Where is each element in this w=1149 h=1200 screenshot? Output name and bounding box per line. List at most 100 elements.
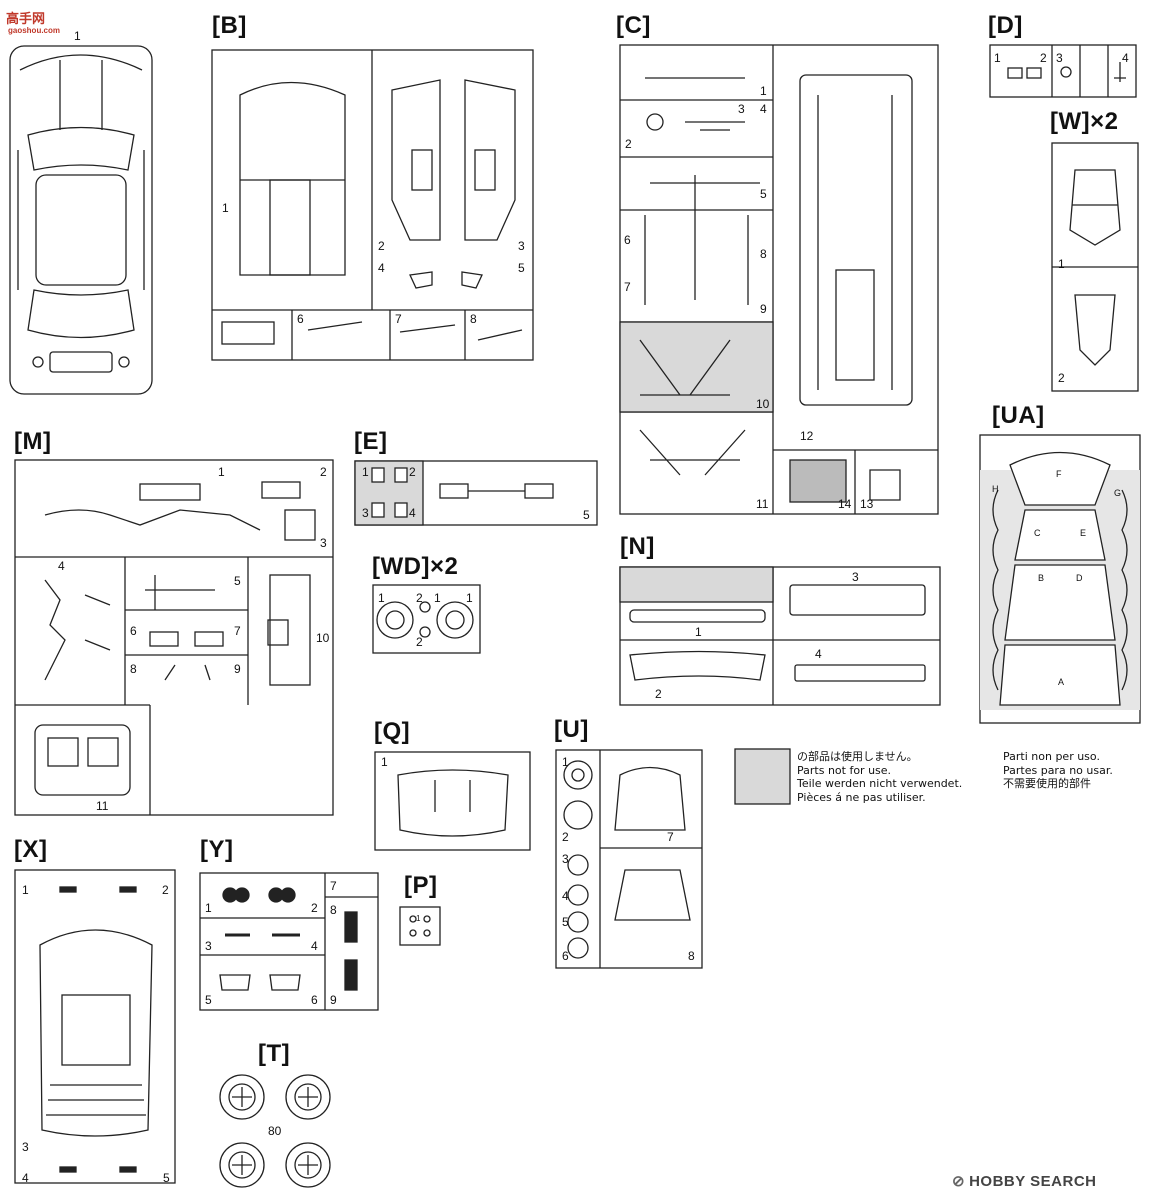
sprue-X-frame xyxy=(14,869,176,1184)
T-wheel-caps xyxy=(219,1074,331,1188)
sprue-label-D: [D] xyxy=(988,12,1023,39)
sprue-label-T: [T] xyxy=(258,1040,291,1067)
part-number-Y6: 6 xyxy=(311,993,318,1007)
part-number-E5: 5 xyxy=(583,508,590,522)
decal-sheet-UA-frame xyxy=(979,434,1141,724)
part-number-E3: 3 xyxy=(362,506,369,520)
part-number-U3: 3 xyxy=(562,852,569,866)
part-number-N2: 2 xyxy=(655,687,662,701)
part-number-C12: 12 xyxy=(800,429,814,443)
part-number-B5: 5 xyxy=(518,261,525,275)
part-number-Y8: 8 xyxy=(330,903,337,917)
part-number-C2: 2 xyxy=(625,137,632,151)
sprue-label-W: [W]×2 xyxy=(1050,108,1119,135)
sprue-label-WD: [WD]×2 xyxy=(372,553,459,580)
part-number-M11: 11 xyxy=(96,799,109,813)
part-number-Y3: 3 xyxy=(205,939,212,953)
part-number-E2: 2 xyxy=(409,465,416,479)
sprue-label-B: [B] xyxy=(212,12,247,39)
part-number-B2: 2 xyxy=(378,239,385,253)
legend-line-it: Parti non per uso. xyxy=(1003,750,1100,763)
part-number-M10: 10 xyxy=(316,631,330,645)
sprue-P-frame xyxy=(399,906,441,946)
part-number-M2: 2 xyxy=(320,465,327,479)
legend-unused-parts-right: Parti non per uso. Partes para no usar. … xyxy=(1003,750,1113,791)
hobby-search-emblem-icon: ⊘ xyxy=(952,1173,966,1190)
part-number-C11: 11 xyxy=(756,497,769,511)
part-number-Y1: 1 xyxy=(205,901,212,915)
legend-line-fr: Pièces á ne pas utiliser. xyxy=(797,790,926,804)
part-number-C3: 3 xyxy=(738,102,745,116)
sprue-label-Y: [Y] xyxy=(200,836,234,863)
decal-mark-H: H xyxy=(992,484,999,494)
decal-mark-C: C xyxy=(1034,528,1041,538)
part-number-M7: 7 xyxy=(234,624,241,638)
watermark-url: gaoshou.com xyxy=(8,26,61,35)
part-number-C9: 9 xyxy=(760,302,767,316)
decal-mark-B: B xyxy=(1038,573,1045,583)
sprue-W-frame xyxy=(1051,142,1139,392)
part-number-X5: 5 xyxy=(163,1171,170,1185)
part-number-T80: 80 xyxy=(268,1124,282,1138)
sprue-B-frame xyxy=(211,49,534,361)
part-number-C4: 4 xyxy=(760,102,767,116)
part-number-Y4: 4 xyxy=(311,939,318,953)
part-number-N4: 4 xyxy=(815,647,822,661)
sprue-label-X: [X] xyxy=(14,836,48,863)
part-number-WD1a: 1 xyxy=(378,591,385,605)
hobby-search-text: HOBBY SEARCH xyxy=(969,1173,1097,1190)
part-number-M5: 5 xyxy=(234,574,241,588)
sprue-label-E: [E] xyxy=(354,428,388,455)
sprue-label-M: [M] xyxy=(14,428,52,455)
decal-mark-D: D xyxy=(1076,573,1083,583)
legend-line-es: Partes para no usar. xyxy=(1003,763,1113,777)
part-number-C13: 13 xyxy=(860,497,874,511)
watermark-logo: 高手网 xyxy=(6,11,46,26)
sprue-M-frame xyxy=(14,459,334,816)
part-number-C5: 5 xyxy=(760,187,767,201)
sprue-label-P: [P] xyxy=(404,872,438,899)
car-page-number: 1 xyxy=(74,29,81,43)
sprue-U-frame xyxy=(555,749,703,969)
part-number-N1: 1 xyxy=(695,625,702,639)
part-number-B1: 1 xyxy=(222,201,229,215)
part-number-C10: 10 xyxy=(756,397,770,411)
sprue-N-frame xyxy=(619,566,941,706)
sprue-label-N: [N] xyxy=(620,533,655,560)
part-number-C14: 14 xyxy=(838,497,852,511)
sprue-label-Q: [Q] xyxy=(374,718,411,745)
part-number-Q1: 1 xyxy=(381,755,388,769)
part-number-U2: 2 xyxy=(562,830,569,844)
sprue-D-frame xyxy=(989,44,1137,98)
legend-unused-parts-left: の部品は使用しません。 Parts not for use. Teile wer… xyxy=(797,750,962,804)
part-number-E1: 1 xyxy=(362,465,369,479)
sprue-label-UA: [UA] xyxy=(992,402,1045,429)
legend-line-ja: の部品は使用しません。 xyxy=(797,750,918,763)
part-number-C7: 7 xyxy=(624,280,631,294)
sprue-C-frame xyxy=(619,44,939,515)
part-number-X3: 3 xyxy=(22,1140,29,1154)
part-number-E4: 4 xyxy=(409,506,416,520)
part-number-B7: 7 xyxy=(395,312,402,326)
part-number-U4: 4 xyxy=(562,889,569,903)
part-number-D3: 3 xyxy=(1056,51,1063,65)
part-number-U7: 7 xyxy=(667,830,674,844)
part-number-B4: 4 xyxy=(378,261,385,275)
part-number-D2: 2 xyxy=(1040,51,1047,65)
sprue-Q-frame xyxy=(374,751,531,851)
part-number-W1: 1 xyxy=(1058,257,1065,271)
sprue-E-frame xyxy=(354,460,598,526)
part-number-M3: 3 xyxy=(320,536,327,550)
sprue-label-C: [C] xyxy=(616,12,651,39)
decal-mark-F: F xyxy=(1056,469,1062,479)
sprue-label-U: [U] xyxy=(554,716,589,743)
part-number-N3: 3 xyxy=(852,570,859,584)
part-number-Y7: 7 xyxy=(330,879,337,893)
sprue-Y-frame xyxy=(199,872,379,1011)
decal-mark-A: A xyxy=(1058,677,1065,687)
part-number-Y5: 5 xyxy=(205,993,212,1007)
part-number-P1: 1 xyxy=(416,914,421,923)
part-number-C8: 8 xyxy=(760,247,767,261)
part-number-B6: 6 xyxy=(297,312,304,326)
